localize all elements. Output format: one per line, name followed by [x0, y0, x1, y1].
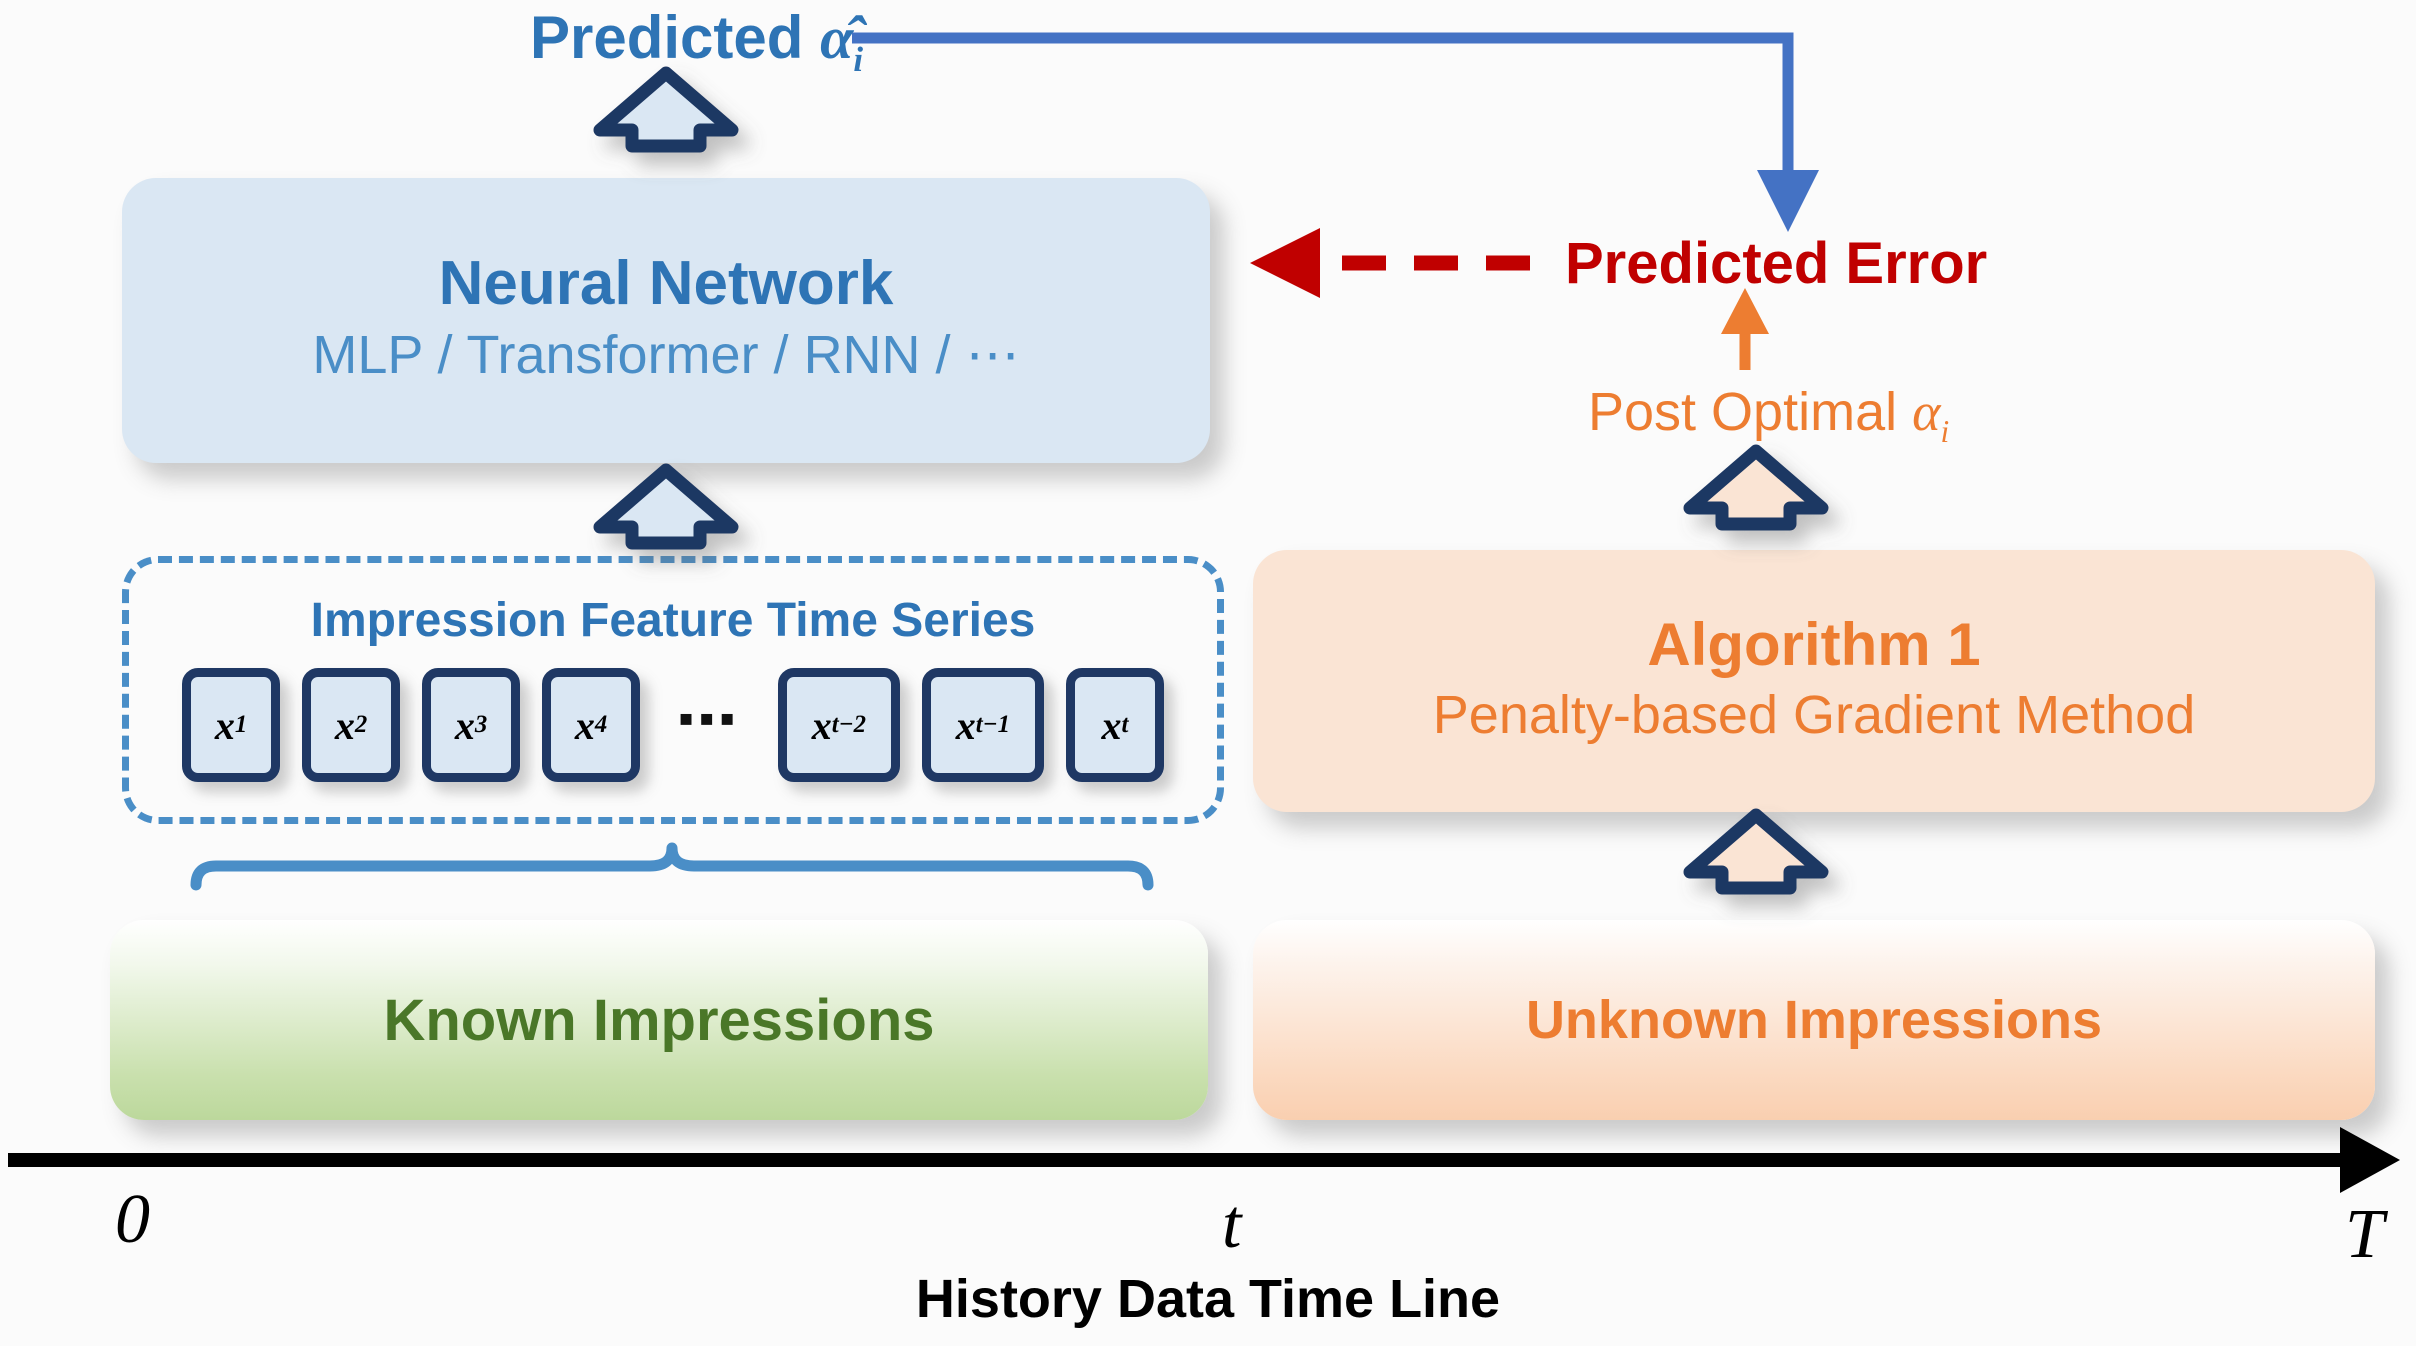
block-arrow-series-to-nn — [593, 463, 739, 550]
predicted-alpha-text: Predicted — [530, 4, 821, 71]
axis-tick-start: 0 — [115, 1181, 150, 1258]
predicted-alpha-label: Predicted α̂i — [530, 8, 863, 78]
post-optimal-text: Post Optimal — [1588, 382, 1913, 442]
neural-network-box[interactable]: Neural Network MLP / Transformer / RNN /… — [122, 178, 1210, 463]
algorithm-subtitle: Penalty-based Gradient Method — [1432, 684, 2196, 745]
neural-network-title: Neural Network — [438, 249, 894, 319]
block-arrow-unknown-to-algorithm — [1683, 808, 1829, 895]
predicted-error-label: Predicted Error — [1565, 231, 1988, 296]
algorithm-title: Algorithm 1 — [1647, 610, 1981, 678]
alpha-subscript: i — [1940, 413, 1950, 449]
block-arrow-nn-to-predicted — [593, 66, 739, 153]
block-arrow-algorithm-to-post-optimal — [1683, 444, 1829, 531]
unknown-impressions-box[interactable]: Unknown Impressions — [1253, 920, 2375, 1120]
alpha-hat-subscript: i — [853, 40, 863, 79]
axis-tick-mid: t — [1222, 1186, 1242, 1263]
post-optimal-label: Post Optimal αi — [1588, 385, 1949, 447]
alpha-hat-symbol: α̂ — [820, 5, 854, 71]
neural-network-subtitle: MLP / Transformer / RNN / ⋯ — [312, 325, 1020, 386]
post-optimal-to-error-arrow — [1721, 288, 1769, 370]
alpha-symbol: α — [1912, 382, 1941, 442]
known-range-brace — [190, 842, 1154, 891]
error-feedback-arrow — [1250, 228, 1530, 298]
time-axis — [8, 1127, 2400, 1193]
time-series-ellipsis: ▪▪▪ — [678, 694, 740, 743]
known-impressions-box[interactable]: Known Impressions — [110, 920, 1208, 1120]
known-impressions-label: Known Impressions — [383, 987, 935, 1053]
unknown-impressions-label: Unknown Impressions — [1525, 990, 2103, 1050]
axis-caption: History Data Time Line — [915, 1269, 1501, 1329]
axis-tick-end: T — [2345, 1196, 2384, 1273]
time-series-title: Impression Feature Time Series — [310, 594, 1036, 647]
algorithm-box[interactable]: Algorithm 1 Penalty-based Gradient Metho… — [1253, 550, 2375, 812]
